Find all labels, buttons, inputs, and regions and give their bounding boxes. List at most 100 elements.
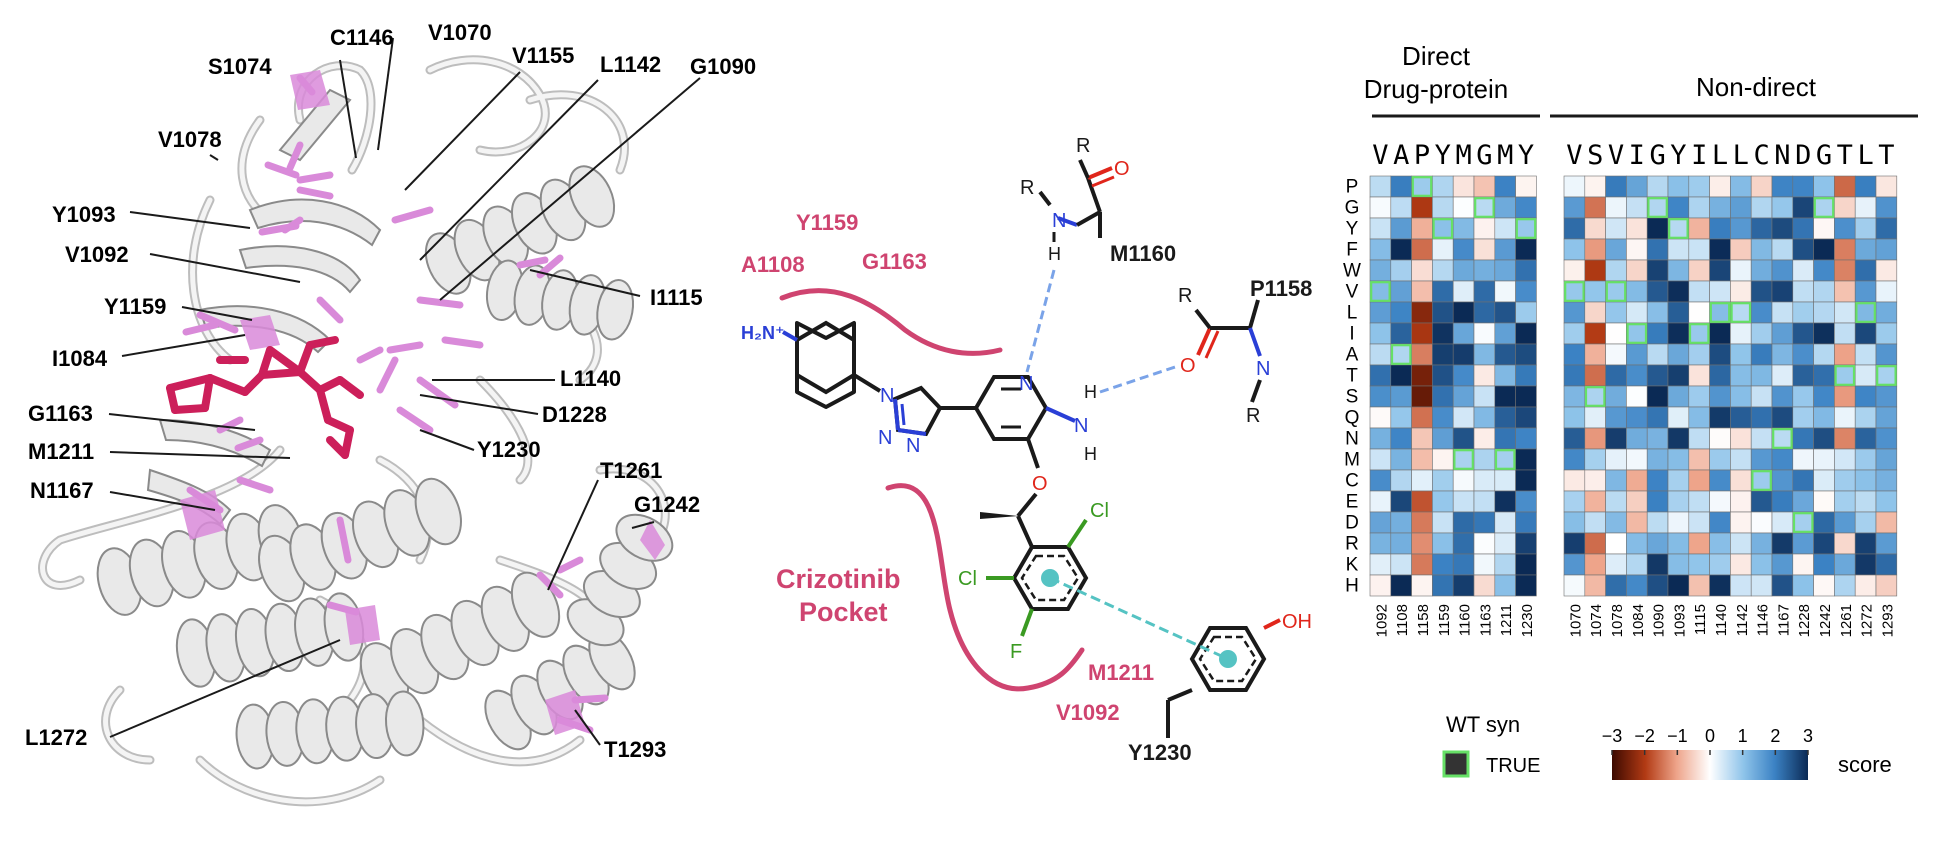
heatmap-cell (1646, 238, 1669, 261)
heatmap-cell (1411, 511, 1433, 534)
heatmap-cell (1854, 490, 1877, 513)
pocket-residue-label: A1108 (741, 252, 805, 277)
heatmap-cell (1584, 574, 1606, 597)
heatmap-cell (1452, 448, 1475, 471)
heatmap-cell (1813, 259, 1835, 282)
wt-residue-letter: M (1497, 140, 1513, 171)
heatmap-cell (1369, 301, 1392, 324)
heatmap-cell (1563, 280, 1586, 303)
heatmap-cell (1626, 196, 1648, 219)
heatmap-cell (1432, 301, 1454, 324)
heatmap-cell (1452, 511, 1475, 534)
residue-label: G1163 (28, 401, 93, 426)
heatmap-cell (1605, 280, 1627, 303)
heatmap-cell (1709, 217, 1731, 240)
bond (1194, 308, 1212, 330)
heatmap-cell (1709, 448, 1731, 471)
heatmap-cell (1584, 259, 1606, 282)
heatmap-cell (1875, 490, 1898, 513)
position-label: 1230 (1519, 604, 1536, 637)
wedge-bond (980, 512, 1018, 519)
heatmap-cell (1563, 448, 1586, 471)
heatmap-cell (1584, 364, 1606, 387)
heatmap-cell (1563, 196, 1586, 219)
heatmap-cell (1750, 343, 1773, 366)
substitution-label: D (1345, 512, 1359, 533)
heatmap-cell (1411, 238, 1433, 261)
residue-sidechain (556, 556, 584, 574)
legend-wt-title: WT syn (1446, 712, 1520, 737)
bond (1066, 518, 1088, 549)
r-group: R (1178, 285, 1192, 307)
heatmap-cell (1750, 364, 1773, 387)
heatmap-cell (1605, 217, 1627, 240)
heatmap-cell (1875, 364, 1898, 387)
substitution-label: F (1346, 239, 1358, 260)
heatmap-cell (1813, 532, 1835, 555)
position-label: 1142 (1734, 604, 1751, 636)
heatmap-cell (1792, 532, 1814, 555)
heatmap-cell (1813, 406, 1835, 429)
residue-sidechain (316, 296, 344, 324)
residue-sidechain (396, 406, 434, 434)
heatmap-cell (1875, 406, 1898, 429)
atom-n: N (880, 385, 894, 407)
heatmap-cell (1750, 322, 1773, 345)
heatmap-cell (1432, 196, 1454, 219)
heatmap-cell (1473, 553, 1496, 576)
heatmap-cell (1626, 238, 1648, 261)
group-nondirect-title: Non-direct (1696, 72, 1817, 102)
heatmap-cell (1584, 217, 1606, 240)
heatmap-cell (1646, 511, 1669, 534)
heatmap-cell (1452, 532, 1475, 555)
wt-residue-letter: I (1691, 140, 1707, 171)
ligand-bond (171, 404, 209, 414)
heatmap-cell (1875, 574, 1898, 597)
heatmap-cell (1667, 406, 1690, 429)
wt-cell-outline (1411, 176, 1433, 197)
heatmap-cell (1834, 469, 1856, 492)
heatmap-cell (1667, 259, 1690, 282)
helix-turn (568, 165, 616, 228)
heatmap-cell (1626, 469, 1648, 492)
wt-cell-outline (1453, 449, 1474, 470)
heatmap-cell (1709, 175, 1731, 198)
heatmap-cell (1411, 196, 1433, 219)
pocket-title-line1: Crizotinib (776, 564, 900, 594)
bond (1078, 159, 1090, 179)
heatmap-cell (1667, 343, 1690, 366)
heatmap-cell (1515, 280, 1537, 303)
atom-cl: Cl (1090, 500, 1109, 522)
heatmap-cell (1494, 427, 1516, 450)
heatmap-cell (1452, 175, 1475, 198)
legend-tick-label: −3 (1602, 726, 1623, 746)
heatmap-cell (1854, 280, 1877, 303)
substitution-label: M (1344, 449, 1360, 470)
heatmap-cell (1709, 322, 1731, 345)
heatmap-cell (1515, 427, 1537, 450)
residue-label: V1070 (428, 20, 492, 45)
label-leader-line (109, 451, 291, 459)
heatmap-cell (1473, 322, 1496, 345)
heatmap-cell (1452, 343, 1475, 366)
heatmap-cell (1584, 280, 1606, 303)
substitution-label: L (1347, 302, 1358, 323)
heatmap-cell (1667, 469, 1690, 492)
heatmap-cell (1432, 385, 1454, 408)
heatmap-cell (1813, 511, 1835, 534)
position-label: 1261 (1838, 604, 1855, 637)
heatmap-cell (1834, 301, 1856, 324)
heatmap-cell (1834, 175, 1856, 198)
heatmap-cell (1432, 238, 1454, 261)
heatmap-cell (1369, 469, 1392, 492)
r-group: R (1076, 135, 1090, 157)
ligand-bond (324, 416, 354, 434)
legend-score-title: score (1838, 752, 1892, 777)
residue-label: G1090 (690, 54, 756, 79)
heatmap-cell (1813, 175, 1835, 198)
heatmap-cell (1494, 280, 1516, 303)
heatmap-cell (1605, 574, 1627, 597)
atom-o: O (1180, 355, 1196, 377)
label-leader-line (529, 269, 641, 297)
r-group: R (1020, 177, 1034, 199)
